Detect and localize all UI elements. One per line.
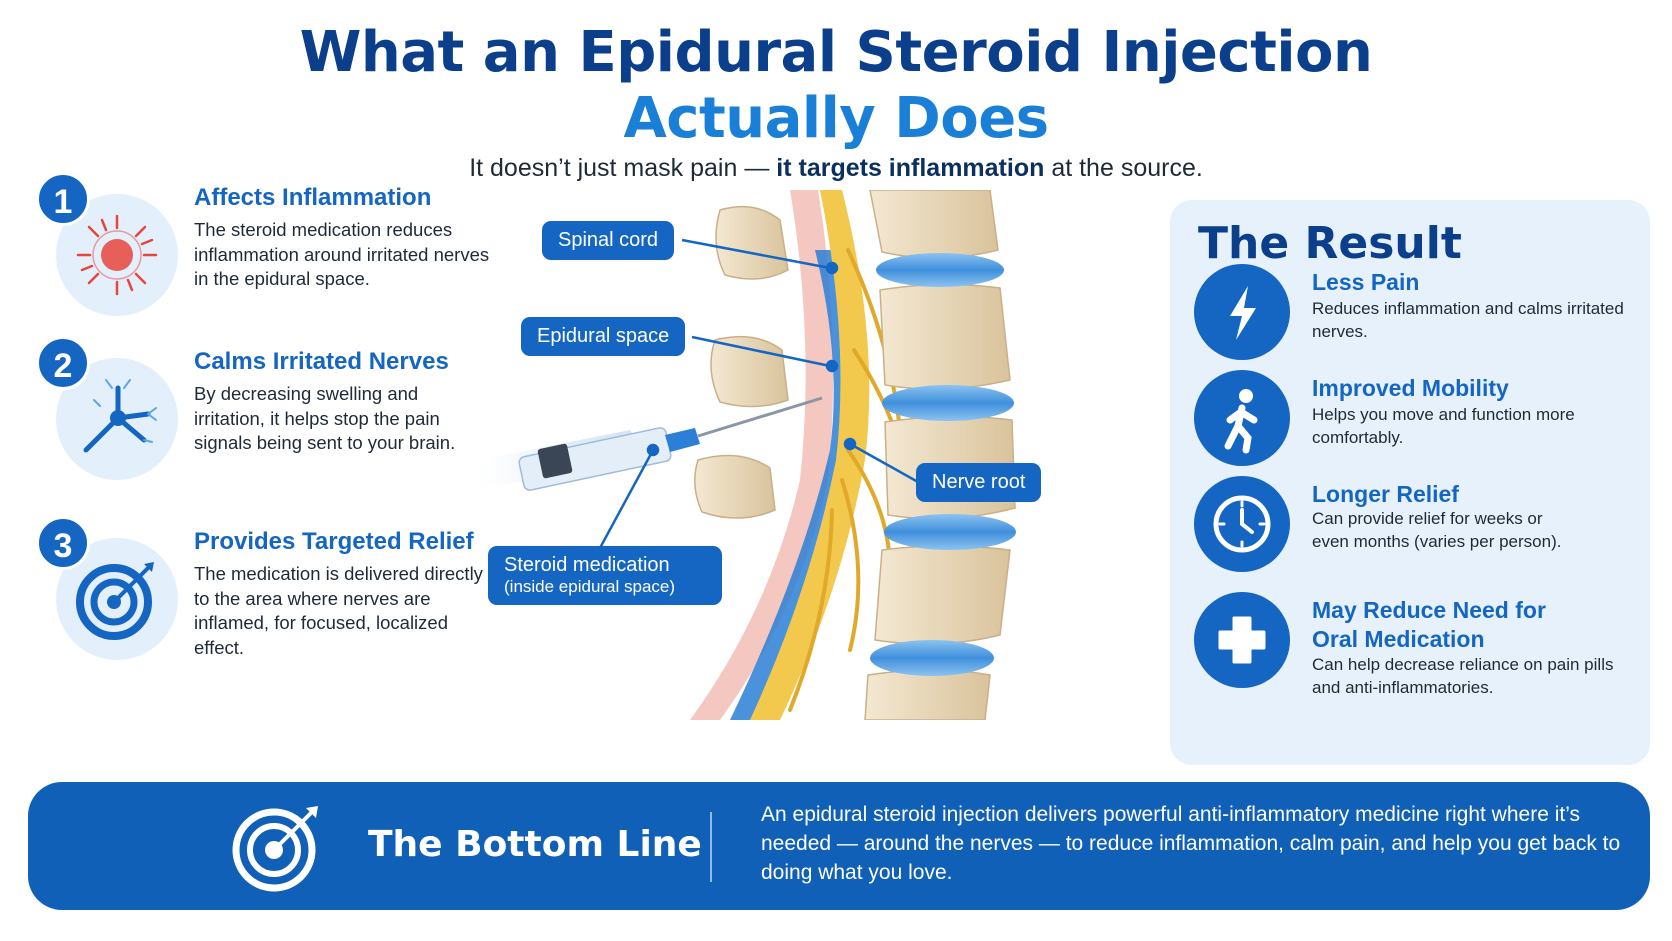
step-number: 2 [36, 336, 90, 390]
bottom-line-banner: The Bottom Line An epidural steroid inje… [28, 782, 1650, 910]
clock-icon [1194, 476, 1290, 572]
result-description: Can help decrease reliance on pain pills… [1312, 655, 1614, 697]
bottom-line-title: The Bottom Line [368, 824, 702, 865]
label-steroid-medication-sub: (inside epidural space) [504, 577, 676, 596]
step-description: The medication is delivered directly to … [194, 563, 483, 658]
spinous-processes [694, 205, 789, 519]
spine-injection-diagram [470, 190, 1016, 720]
step-calms-irritated-nerves: 2 Calms Irritated Nerves By decreasing s… [36, 336, 496, 486]
walking-person-icon [1194, 370, 1290, 466]
page-title-line2: Actually Does [623, 86, 1049, 151]
result-heading: May Reduce Need for Oral Medication [1312, 597, 1546, 652]
intervertebral-discs [870, 253, 1016, 676]
medical-cross-icon [1194, 592, 1290, 688]
target-arrow-icon [228, 796, 328, 901]
banner-divider [710, 812, 712, 882]
result-description: Helps you move and function more comfort… [1312, 405, 1575, 447]
step-description: The steroid medication reduces inflammat… [194, 219, 490, 289]
result-heading: Less Pain [1312, 269, 1420, 295]
label-nerve-root: Nerve root [916, 463, 1042, 502]
result-heading: Improved Mobility [1312, 375, 1509, 401]
subtitle-text: It doesn’t just mask pain — [469, 154, 777, 182]
target-icon [56, 538, 178, 660]
result-description: Can provide relief for weeks or even mon… [1312, 509, 1562, 551]
step-heading: Calms Irritated Nerves [194, 348, 449, 375]
step-heading: Provides Targeted Relief [194, 528, 474, 555]
result-title: The Result [1198, 218, 1462, 269]
subtitle-text-end: at the source. [1044, 154, 1203, 182]
label-epidural-space: Epidural space [521, 317, 686, 356]
label-steroid-medication-title: Steroid medication [504, 554, 670, 576]
subtitle-emphasis: it targets inflammation [776, 154, 1045, 182]
lightning-bolt-icon [1194, 264, 1290, 360]
step-provides-targeted-relief: 3 Provides Targeted Relief The medicatio… [36, 516, 496, 666]
label-steroid-medication: Steroid medication (inside epidural spac… [488, 546, 722, 605]
page-subtitle: It doesn’t just mask pain — it targets i… [0, 154, 1672, 183]
step-number: 1 [36, 172, 90, 226]
page-title: What an Epidural Steroid Injection [299, 20, 1373, 85]
result-panel: The Result Less Pain Reduces inflammatio… [1170, 200, 1650, 765]
step-heading: Affects Inflammation [194, 184, 432, 211]
bottom-line-text: An epidural steroid injection delivers p… [761, 803, 1621, 884]
step-number: 3 [36, 516, 90, 570]
step-affects-inflammation: 1 Affects Inflammation The steroid medic… [36, 172, 496, 322]
result-description: Reduces inflammation and calms irritated… [1312, 299, 1624, 341]
syringe [470, 396, 823, 491]
result-heading: Longer Relief [1312, 481, 1459, 507]
step-description: By decreasing swelling and irritation, i… [194, 383, 456, 453]
label-spinal-cord: Spinal cord [542, 221, 675, 260]
